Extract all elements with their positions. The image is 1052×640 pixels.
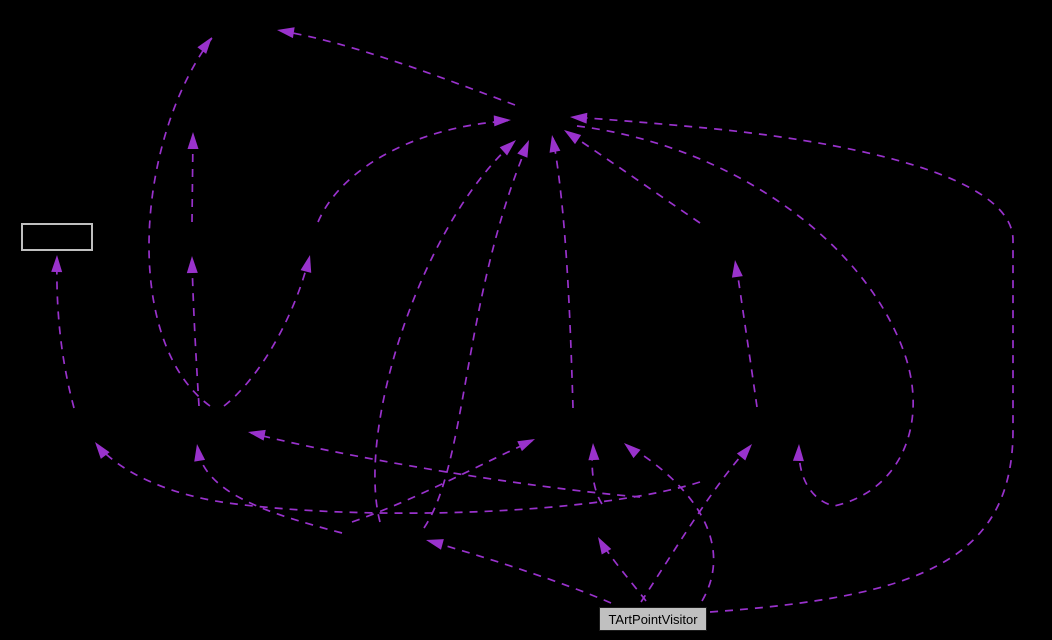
class-node-tartpointvisitor[interactable]: TArtPointVisitor	[599, 607, 707, 631]
edge-r4a-to-hub	[374, 141, 515, 523]
edge-visitor-to-hub-right	[572, 116, 1014, 613]
edge-visitor-to-c3	[626, 444, 715, 602]
edge-c2-to-b2-arrowhead	[186, 256, 198, 274]
edge-b4-to-hub	[566, 131, 701, 224]
edge-right-to-c2	[250, 432, 641, 498]
edge-c3-to-hub-arrowhead	[549, 135, 561, 153]
edge-r4a-to-c2-arrowhead	[194, 444, 206, 462]
edge-hub-to-c4-right	[576, 125, 914, 507]
edge-c4-to-b4-arrowhead	[731, 260, 743, 278]
edge-right-to-c2-arrowhead	[248, 429, 266, 441]
edge-c2-to-b2	[191, 258, 200, 407]
edge-left-to-c3-arrowhead	[517, 439, 535, 452]
edge-long-to-c1	[97, 445, 701, 515]
edge-c2-to-topnode	[148, 37, 213, 407]
edge-c1-to-emptybox	[56, 257, 75, 409]
edge-r4a-to-c2	[196, 446, 343, 534]
edge-c2-to-b3	[223, 257, 310, 407]
edge-r4a2-to-hub	[423, 142, 529, 529]
edge-c2-to-topnode-arrowhead	[197, 37, 212, 54]
edge-visitor-to-r4b-arrowhead	[598, 537, 612, 555]
edge-visitor-to-c4	[640, 445, 751, 603]
edge-long-to-c1-arrowhead	[95, 442, 110, 459]
edge-b3-to-hub	[317, 120, 509, 223]
edge-r4a2-to-hub-arrowhead	[517, 140, 529, 158]
edge-c4-to-b4	[735, 262, 758, 408]
edge-visitor-to-r4a-arrowhead	[426, 539, 444, 550]
edge-c1-to-emptybox-arrowhead	[51, 255, 63, 273]
edge-c3-to-hub	[552, 137, 574, 409]
edge-r4a-to-hub-arrowhead	[499, 140, 516, 156]
empty-class-node[interactable]	[21, 223, 93, 251]
edge-visitor-to-c4-arrowhead	[736, 444, 752, 461]
edge-b2-to-a1-arrowhead	[187, 132, 199, 149]
edge-hub-to-c4-right-arrowhead	[792, 444, 804, 462]
edge-c2-to-b3-arrowhead	[300, 255, 312, 273]
edge-hub-to-topnode	[280, 30, 516, 106]
edge-visitor-to-r4a	[428, 540, 612, 604]
class-node-tartpointvisitor-label: TArtPointVisitor	[608, 611, 698, 627]
edge-hub-to-topnode-arrowhead	[277, 27, 295, 39]
edge-r4b-to-c3	[591, 445, 603, 505]
edge-b4-to-hub-arrowhead	[564, 130, 582, 145]
edge-visitor-to-hub-right-arrowhead	[570, 112, 588, 124]
edge-r4b-to-c3-arrowhead	[588, 443, 600, 461]
edge-b3-to-hub-arrowhead	[493, 115, 511, 127]
edge-visitor-to-c3-arrowhead	[624, 443, 641, 459]
edge-visitor-to-r4b	[599, 539, 647, 602]
